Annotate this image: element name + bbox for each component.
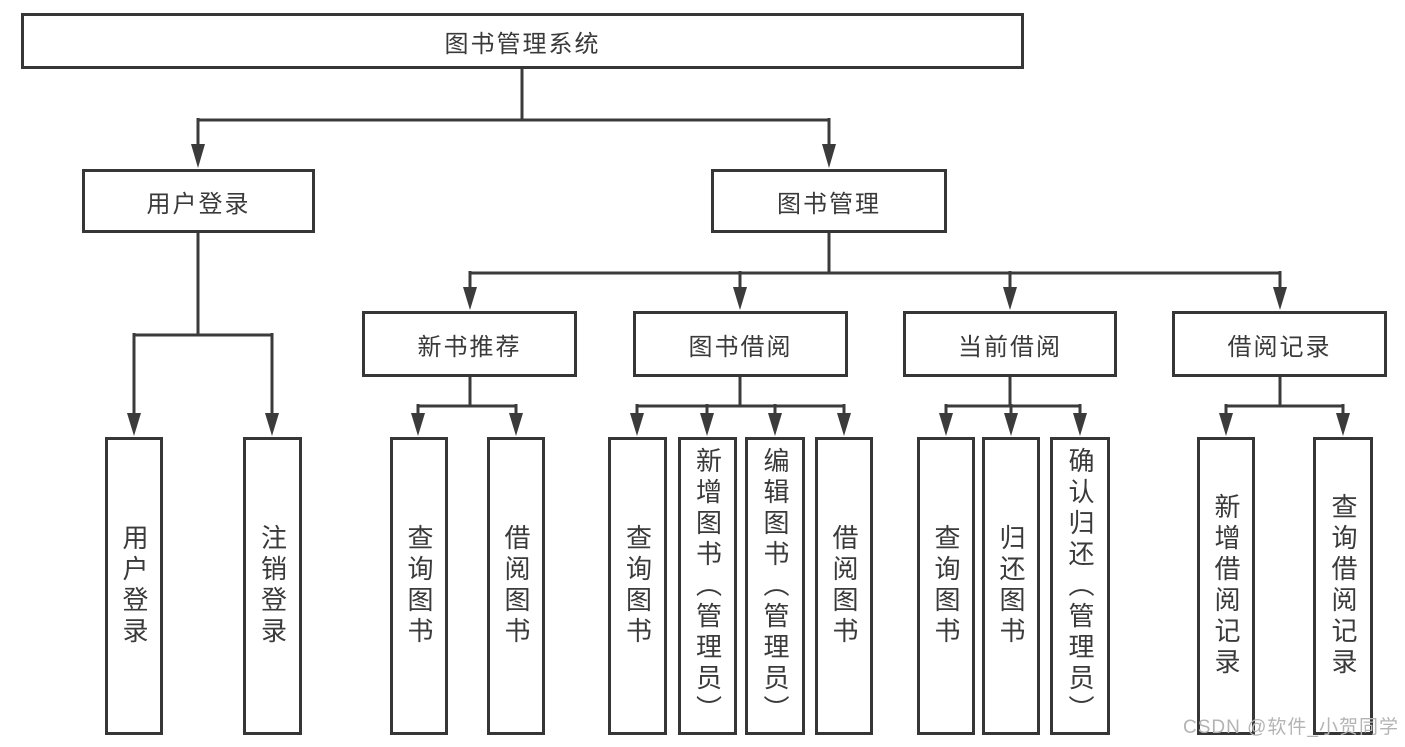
leaf-query-borrow-record: 查询借阅记录 xyxy=(1313,437,1373,735)
leaf-user-login-label: 用户登录 xyxy=(119,524,149,648)
arrowheads-book-management-to-level3 xyxy=(463,287,1287,310)
connector-current-borrow-to-leaves xyxy=(944,377,1082,414)
arrowheads-borrow-record-to-leaves xyxy=(1219,413,1350,436)
leaf-user-login: 用户登录 xyxy=(105,437,163,735)
node-root-system: 图书管理系统 xyxy=(21,13,1024,69)
connector-new-book-to-leaves xyxy=(416,377,518,414)
node-borrow-record: 借阅记录 xyxy=(1172,311,1387,377)
csdn-watermark: CSDN @软件_小贺同学 xyxy=(1183,717,1399,738)
arrowheads-root-to-level2 xyxy=(191,144,836,168)
node-new-book-recommend: 新书推荐 xyxy=(362,311,577,377)
node-user-login: 用户登录 xyxy=(82,169,315,233)
connector-user-login-to-leaves xyxy=(132,233,274,414)
leaf-borrow-book-1: 借阅图书 xyxy=(487,437,545,735)
leaf-query-book-3: 查询图书 xyxy=(917,437,975,735)
leaf-query-borrow-record-label: 查询借阅记录 xyxy=(1328,493,1358,679)
node-current-borrow: 当前借阅 xyxy=(903,311,1117,377)
arrowheads-new-book-to-leaves xyxy=(411,413,523,436)
leaf-query-book-1: 查询图书 xyxy=(390,437,448,735)
leaf-add-borrow-record-label: 新增借阅记录 xyxy=(1211,493,1241,679)
leaf-query-book-1-label: 查询图书 xyxy=(404,524,434,648)
leaf-logout: 注销登录 xyxy=(243,437,302,735)
connector-book-management-to-level3 xyxy=(468,233,1282,288)
leaf-logout-label: 注销登录 xyxy=(257,524,288,648)
node-book-borrow: 图书借阅 xyxy=(633,311,848,377)
leaf-add-book-admin-label: 新增图书（管理员） xyxy=(692,446,723,726)
leaf-edit-book-admin-label: 编辑图书（管理员） xyxy=(760,446,790,726)
leaf-query-book-2-label: 查询图书 xyxy=(622,524,653,648)
connector-root-to-level2 xyxy=(196,69,831,146)
leaf-return-book: 归还图书 xyxy=(982,437,1040,735)
connector-borrow-record-to-leaves xyxy=(1224,377,1345,414)
leaf-query-book-2: 查询图书 xyxy=(608,437,667,735)
leaf-borrow-book-2-label: 借阅图书 xyxy=(829,524,859,648)
leaf-return-book-label: 归还图书 xyxy=(996,524,1026,648)
leaf-confirm-return-admin-label: 确认归还（管理员） xyxy=(1065,446,1095,726)
arrowheads-book-borrow-to-leaves xyxy=(630,413,851,436)
arrowheads-user-login-to-leaves xyxy=(127,413,279,436)
leaf-add-borrow-record: 新增借阅记录 xyxy=(1197,437,1255,735)
arrowheads-current-borrow-to-leaves xyxy=(939,413,1087,436)
leaf-borrow-book-2: 借阅图书 xyxy=(815,437,873,735)
node-book-management: 图书管理 xyxy=(711,169,947,233)
leaf-edit-book-admin: 编辑图书（管理员） xyxy=(745,437,805,735)
leaf-query-book-3-label: 查询图书 xyxy=(931,524,961,648)
leaf-confirm-return-admin: 确认归还（管理员） xyxy=(1050,437,1110,735)
connector-book-borrow-to-leaves xyxy=(635,377,846,414)
leaf-borrow-book-1-label: 借阅图书 xyxy=(501,524,531,648)
leaf-add-book-admin: 新增图书（管理员） xyxy=(678,437,737,735)
